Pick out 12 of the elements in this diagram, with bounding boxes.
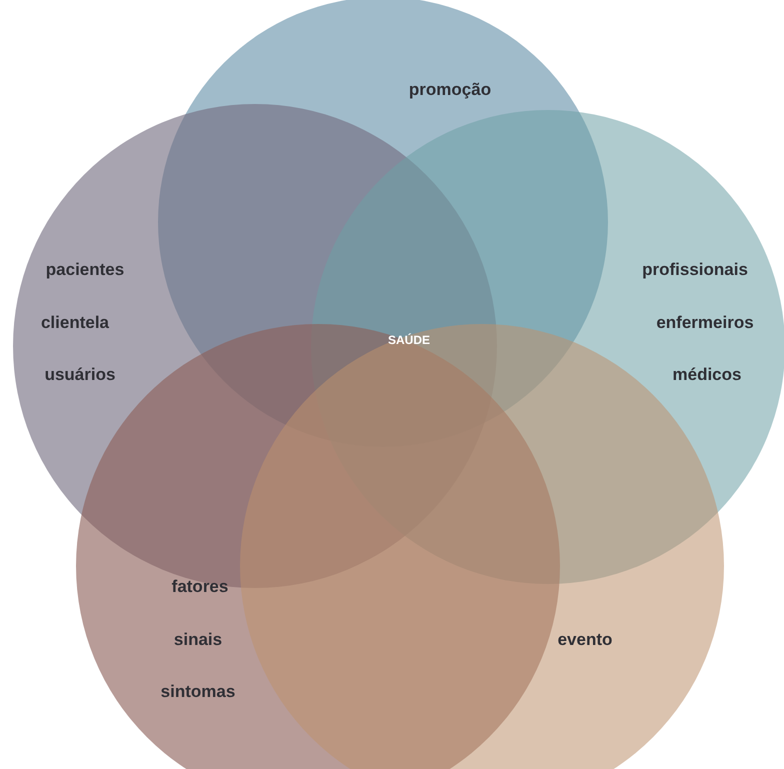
circle-label: fatores [172, 577, 228, 597]
circle-label: sintomas [160, 682, 236, 702]
circle-label: enfermeiros [656, 313, 754, 333]
circle-label: promoção [408, 80, 492, 100]
circle-label: evento [558, 630, 612, 650]
circle-label: médicos [672, 365, 742, 385]
circle-label: usuários [44, 365, 116, 385]
circle-label: sinais [174, 630, 222, 650]
circle-label: clientela [40, 313, 110, 333]
center-label: SAÚDE [388, 333, 430, 347]
circle-label: pacientes [46, 260, 124, 280]
circle-label: profissionais [642, 260, 748, 280]
